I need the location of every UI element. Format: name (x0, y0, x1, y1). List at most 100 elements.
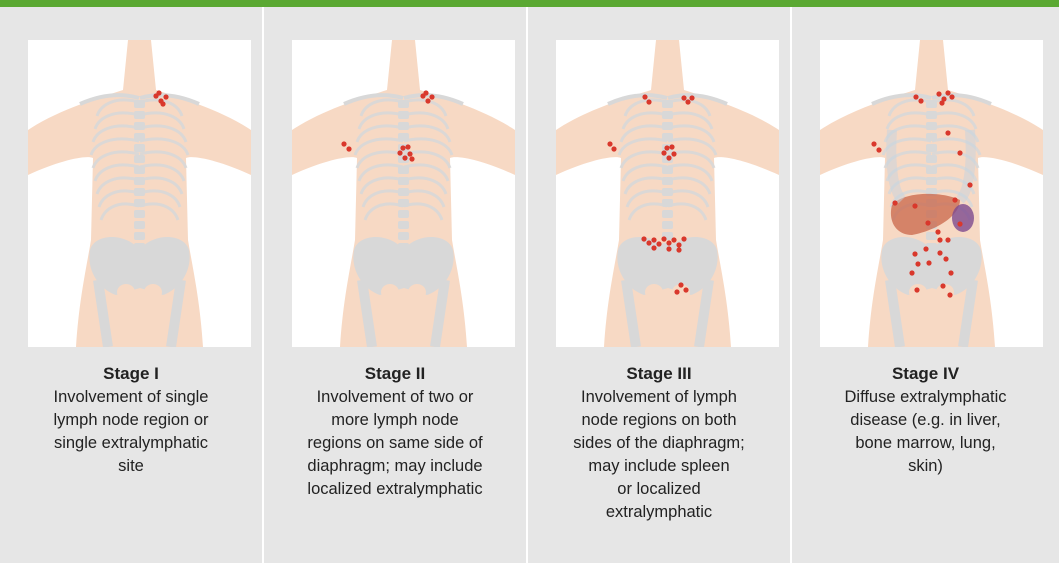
lymph-node-dot (918, 98, 923, 103)
lymph-node-dot (937, 250, 942, 255)
vertebra (134, 210, 145, 218)
body-svg (28, 40, 251, 347)
stage-description-line: node regions on both (581, 411, 736, 429)
lymph-node-dot (892, 200, 897, 205)
stage-description-line: Involvement of two or (317, 388, 474, 406)
vertebra (926, 100, 937, 108)
lymph-node-dot (957, 150, 962, 155)
stage-caption: Stage I Involvement of single lymph node… (0, 364, 262, 478)
vertebra (662, 122, 673, 130)
lymph-node-dot (611, 146, 616, 151)
stage-description: Involvement of lymph node regions on bot… (546, 386, 772, 524)
lymph-node-dot (669, 144, 674, 149)
stage-caption: Stage IV Diffuse extralymphatic disease … (792, 364, 1059, 478)
stage-panel-2: Stage II Involvement of two or more lymp… (264, 7, 528, 563)
lymph-node-dot (945, 130, 950, 135)
stage-panel-4: Stage IV Diffuse extralymphatic disease … (792, 7, 1059, 563)
stage-panels: Stage I Involvement of single lymph node… (0, 7, 1059, 563)
lymph-node-dot (661, 150, 666, 155)
lymph-node-dot (425, 98, 430, 103)
vertebra (926, 155, 937, 163)
pelvis-foramen (144, 284, 162, 300)
lymph-node-dot (661, 236, 666, 241)
stage-title: Stage III (528, 364, 790, 384)
lymph-node-dot (871, 141, 876, 146)
lymph-node-dot (912, 203, 917, 208)
vertebra (134, 144, 145, 152)
lymph-node-dot (607, 141, 612, 146)
pelvis-foramen (117, 284, 135, 300)
lymph-node-dot (160, 101, 165, 106)
lymph-node-dot (405, 144, 410, 149)
lymph-node-dot (664, 145, 669, 150)
stage-caption: Stage III Involvement of lymph node regi… (528, 364, 790, 524)
stage-description-line: extralymphatic (606, 503, 712, 521)
torso-illustration (820, 40, 1043, 347)
stage-description-line: localized extralymphatic (307, 480, 482, 498)
lymph-node-dot (945, 90, 950, 95)
stage-description: Involvement of two or more lymph node re… (282, 386, 508, 501)
vertebra (398, 166, 409, 174)
vertebra (398, 199, 409, 207)
lymph-node-dot (913, 94, 918, 99)
lymph-node-dot (642, 94, 647, 99)
lymph-node-dot (666, 240, 671, 245)
stage-description-line: lymph node region or (53, 411, 208, 429)
lymph-node-dot (156, 90, 161, 95)
vertebra (398, 232, 409, 240)
vertebra (662, 111, 673, 119)
lymph-node-dot (407, 151, 412, 156)
body-svg (820, 40, 1043, 347)
vertebra (134, 133, 145, 141)
lymph-node-dot (926, 260, 931, 265)
stage-description: Involvement of single lymph node region … (18, 386, 244, 478)
vertebra (398, 177, 409, 185)
stage-title: Stage I (0, 364, 262, 384)
lymph-node-dot (937, 237, 942, 242)
lymph-node-dot (945, 237, 950, 242)
lymph-node-dot (641, 236, 646, 241)
stage-description-line: sides of the diaphragm; (573, 434, 745, 452)
lymph-node-dot (346, 146, 351, 151)
lymph-node-dot (666, 246, 671, 251)
stage-description-line: disease (e.g. in liver, (850, 411, 1000, 429)
vertebra (662, 221, 673, 229)
lymph-node-dot (939, 100, 944, 105)
stage-title: Stage II (264, 364, 526, 384)
lymph-node-dot (685, 99, 690, 104)
lymph-node-dot (341, 141, 346, 146)
lymph-node-dot (935, 229, 940, 234)
stage-title: Stage IV (792, 364, 1059, 384)
lymph-node-dot (948, 270, 953, 275)
vertebra (134, 111, 145, 119)
lymph-node-dot (674, 289, 679, 294)
lymph-node-dot (400, 145, 405, 150)
vertebra (662, 188, 673, 196)
lymph-node-dot (402, 155, 407, 160)
vertebra (134, 155, 145, 163)
vertebra (662, 100, 673, 108)
vertebra (134, 166, 145, 174)
vertebra (398, 100, 409, 108)
stage-description-line: site (118, 457, 144, 475)
lymph-node-dot (681, 95, 686, 100)
lymph-node-dot (936, 91, 941, 96)
accent-bar (0, 0, 1059, 7)
lymph-node-dot (651, 237, 656, 242)
stage-description-line: bone marrow, lung, (855, 434, 995, 452)
lymph-node-dot (909, 270, 914, 275)
vertebra (134, 177, 145, 185)
lymph-node-dot (678, 282, 683, 287)
vertebra (662, 177, 673, 185)
lymph-node-dot (925, 220, 930, 225)
stage-panel-3: Stage III Involvement of lymph node regi… (528, 7, 792, 563)
lymph-node-dot (409, 156, 414, 161)
vertebra (398, 133, 409, 141)
lymph-node-dot (947, 292, 952, 297)
lymph-node-dot (967, 182, 972, 187)
stage-description-line: Diffuse extralymphatic (844, 388, 1006, 406)
body-svg (556, 40, 779, 347)
pelvis-foramen (408, 284, 426, 300)
lymph-node-dot (915, 261, 920, 266)
vertebra (134, 188, 145, 196)
